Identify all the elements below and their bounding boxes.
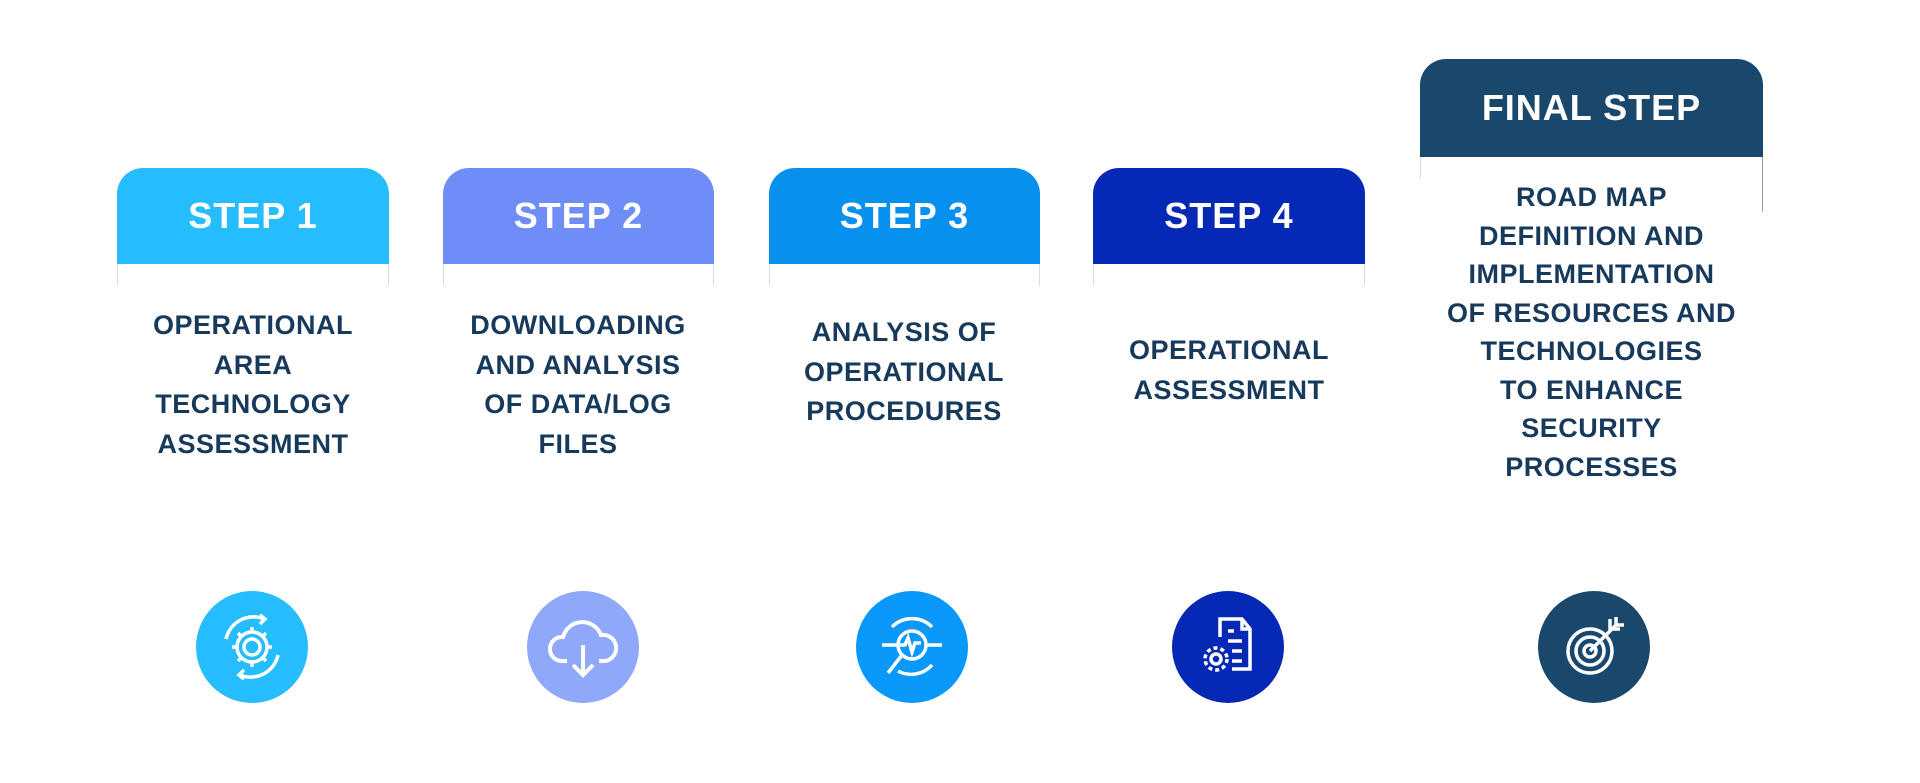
step-3-header: STEP 3 (769, 168, 1040, 286)
step-2-description: DOWNLOADING AND ANALYSIS OF DATA/LOG FIL… (470, 310, 686, 459)
step-1-title: STEP 1 (188, 195, 318, 236)
step-2-title: STEP 2 (513, 195, 644, 236)
step-1-header: STEP 1 (117, 168, 389, 286)
magnifier-pulse-icon (856, 591, 968, 703)
final-step-description: ROAD MAP DEFINITION AND IMPLEMENTATION O… (1446, 182, 1737, 482)
final-step-border (1762, 157, 1763, 212)
step-2-header: STEP 2 (443, 168, 714, 286)
step-4-description: OPERATIONAL ASSESSMENT (1129, 335, 1329, 405)
final-step-title: FINAL STEP (1481, 87, 1702, 128)
step-3-title: STEP 3 (839, 195, 970, 236)
step-3-description: ANALYSIS OF OPERATIONAL PROCEDURES (804, 317, 1004, 426)
step-4-header: STEP 4 (1093, 168, 1365, 286)
document-gear-icon (1172, 591, 1284, 703)
target-arrow-icon (1538, 591, 1650, 703)
step-1-description: OPERATIONAL AREA TECHNOLOGY ASSESSMENT (153, 310, 353, 459)
cloud-download-icon (527, 591, 639, 703)
gear-cycle-icon (196, 591, 308, 703)
final-step-header: FINAL STEP (1420, 59, 1763, 179)
step-4-title: STEP 4 (1164, 195, 1294, 236)
